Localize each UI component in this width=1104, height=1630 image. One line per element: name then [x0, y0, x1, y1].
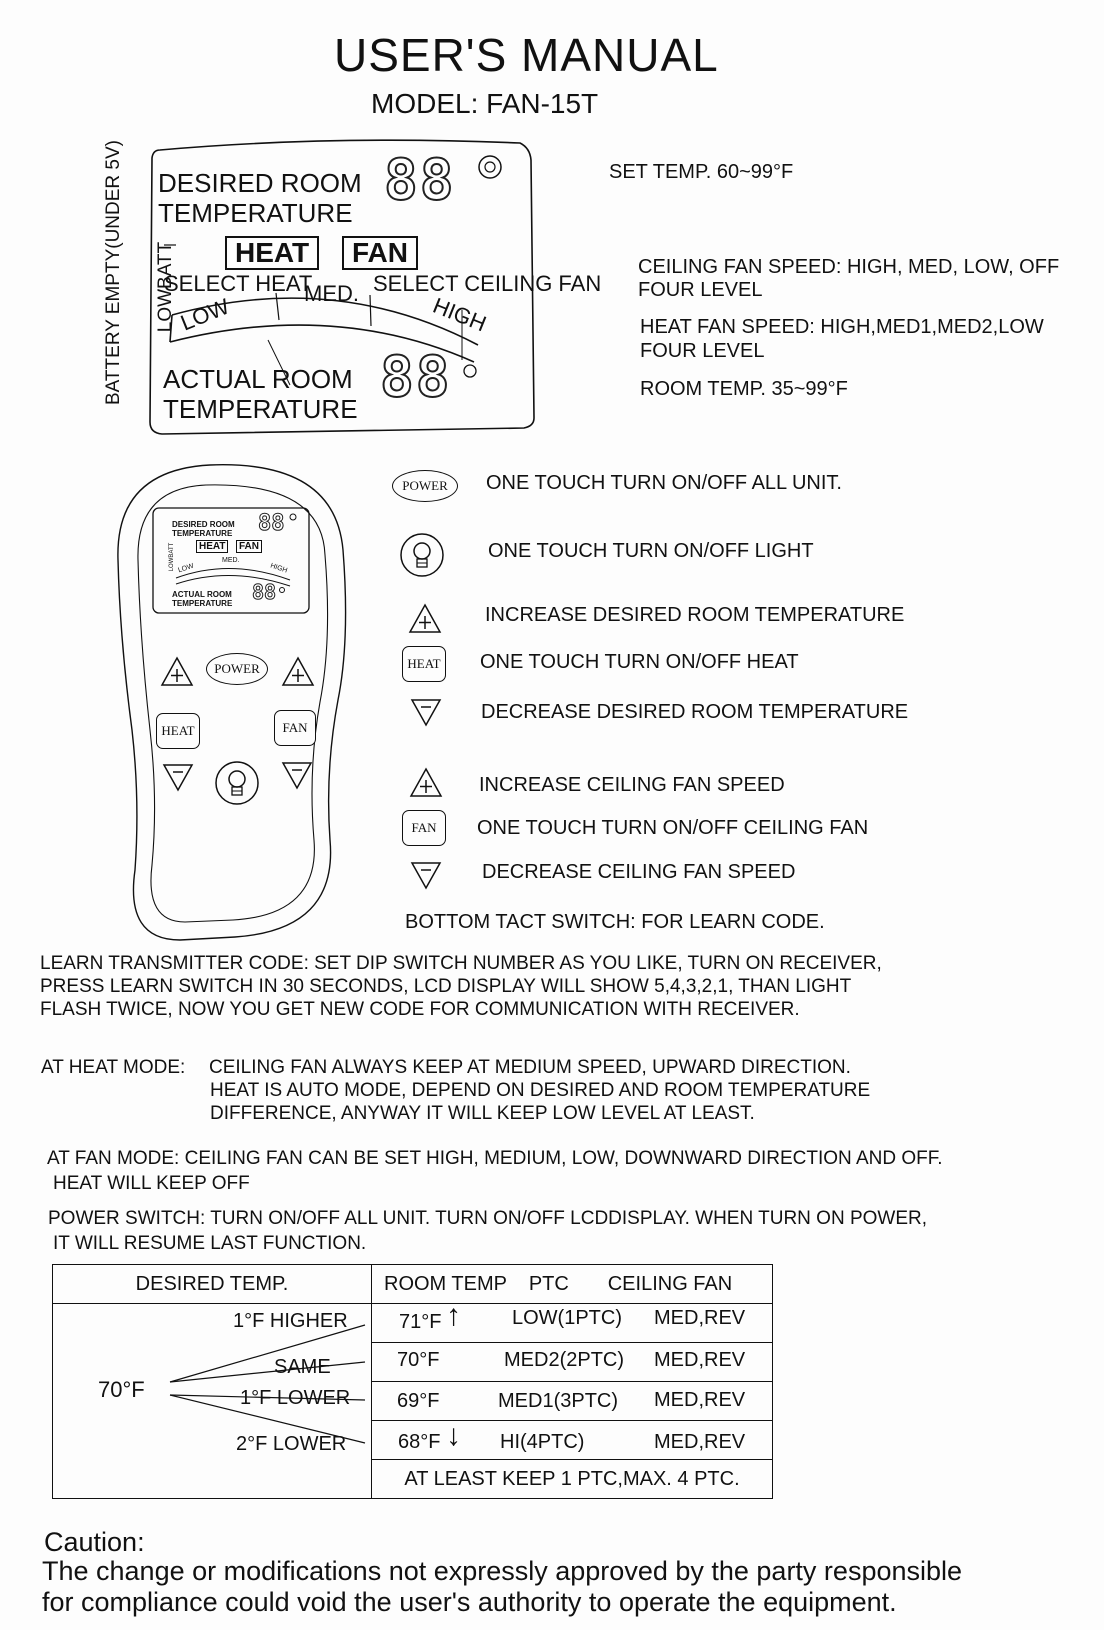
remote-down-temp-button[interactable]: [161, 762, 195, 792]
fan-mode-line-2: HEAT WILL KEEP OFF: [53, 1173, 250, 1194]
heat-mode-line-3: DIFFERENCE, ANYWAY IT WILL KEEP LOW LEVE…: [210, 1103, 755, 1124]
down-arrow-icon: ↓: [446, 1419, 461, 1452]
row-room-68: 68°F: [398, 1431, 441, 1453]
heat-mode-label: AT HEAT MODE:: [41, 1057, 186, 1078]
remote-low-batt-label: LOWBATT: [169, 542, 175, 572]
set-temp-spec: SET TEMP. 60~99°F: [609, 161, 794, 183]
legend-increase-temp-icon: [408, 603, 442, 633]
row-ptc-4: HI(4PTC): [500, 1431, 585, 1453]
remote-lcd-screen: [152, 507, 310, 614]
remote-actual-digits: 88: [251, 580, 277, 605]
remote-fan-indicator: FAN: [236, 540, 262, 553]
heat-fan-level-spec: FOUR LEVEL: [640, 340, 765, 362]
actual-temp-digits: 88: [379, 344, 452, 411]
learn-code-line-3: FLASH TWICE, NOW YOU GET NEW CODE FOR CO…: [40, 999, 800, 1020]
heat-fan-speed-spec: HEAT FAN SPEED: HIGH,MED1,MED2,LOW: [640, 316, 1044, 338]
table-row: [371, 1420, 773, 1460]
row-fan-2: MED,REV: [654, 1349, 746, 1371]
remote-power-button[interactable]: POWER: [206, 653, 268, 685]
desired-temp-value: 70°F: [98, 1377, 145, 1402]
table-row: [371, 1342, 773, 1382]
remote-heat-indicator: HEAT: [196, 540, 229, 553]
row-fan-4: MED,REV: [654, 1431, 746, 1453]
legend-heat-text: ONE TOUCH TURN ON/OFF HEAT: [480, 651, 799, 673]
caution-line-2: for compliance could void the user's aut…: [42, 1587, 897, 1617]
row-room-70: 70°F: [397, 1349, 440, 1371]
power-switch-line-2: IT WILL RESUME LAST FUNCTION.: [53, 1233, 367, 1254]
legend-decrease-temp-text: DECREASE DESIRED ROOM TEMPERATURE: [481, 701, 909, 723]
row-ptc-1: LOW(1PTC): [512, 1307, 622, 1329]
up-arrow-icon: ↑: [446, 1299, 461, 1332]
row-fan-3: MED,REV: [654, 1389, 746, 1411]
row-ptc-2: MED2(2PTC): [504, 1349, 625, 1371]
power-switch-line-1: POWER SWITCH: TURN ON/OFF ALL UNIT. TURN…: [48, 1208, 928, 1229]
heat-indicator: HEAT: [225, 236, 320, 270]
manual-title: USER'S MANUAL: [334, 29, 719, 81]
legend-fan-icon: FAN: [402, 810, 446, 846]
remote-down-fan-button[interactable]: [280, 760, 314, 790]
legend-light-icon: [400, 533, 444, 577]
fan-indicator: FAN: [342, 236, 418, 270]
table-footer: AT LEAST KEEP 1 PTC,MAX. 4 PTC.: [371, 1459, 773, 1499]
room-indicator-icon: [463, 364, 477, 378]
heat-mode-line-2: HEAT IS AUTO MODE, DEPEND ON DESIRED AND…: [210, 1080, 871, 1101]
row-fan-1: MED,REV: [654, 1307, 746, 1329]
table-row: [371, 1381, 773, 1421]
ceiling-fan-level-spec: FOUR LEVEL: [638, 279, 763, 301]
branch-2f-lower: 2°F LOWER: [236, 1433, 347, 1455]
remote-body: [117, 464, 347, 941]
branch-same: SAME: [274, 1356, 331, 1378]
branch-1f-lower: 1°F LOWER: [240, 1387, 351, 1409]
select-heat-label: SELECT HEAT: [164, 271, 313, 296]
legend-increase-temp-text: INCREASE DESIRED ROOM TEMPERATURE: [485, 604, 905, 626]
row-room-71: 71°F: [399, 1311, 442, 1333]
heat-mode-line-1: CEILING FAN ALWAYS KEEP AT MEDIUM SPEED,…: [209, 1057, 851, 1078]
select-ceiling-fan-label: SELECT CEILING FAN: [373, 271, 602, 296]
remote-scale-med: MED.: [222, 557, 240, 564]
remote-up-fan-button[interactable]: [281, 656, 315, 688]
remote-heat-button[interactable]: HEAT: [156, 713, 200, 749]
branch-lines: [169, 1324, 366, 1444]
legend-power-text: ONE TOUCH TURN ON/OFF ALL UNIT.: [486, 472, 842, 494]
legend-increase-fan-text: INCREASE CEILING FAN SPEED: [479, 774, 785, 796]
legend-decrease-fan-text: DECREASE CEILING FAN SPEED: [482, 861, 796, 883]
learn-code-line-1: LEARN TRANSMITTER CODE: SET DIP SWITCH N…: [40, 953, 882, 974]
fan-mode-line-1: AT FAN MODE: CEILING FAN CAN BE SET HIGH…: [47, 1148, 943, 1169]
legend-fan-text: ONE TOUCH TURN ON/OFF CEILING FAN: [477, 817, 869, 839]
remote-fan-button[interactable]: FAN: [274, 710, 316, 746]
set-indicator-icon: [478, 155, 502, 179]
caution-line-1: The change or modifications not expressl…: [42, 1556, 963, 1586]
model-label: MODEL: FAN-15T: [371, 88, 599, 119]
row-room-69: 69°F: [397, 1390, 440, 1412]
legend-heat-icon: HEAT: [402, 646, 446, 682]
tact-switch-note: BOTTOM TACT SWITCH: FOR LEARN CODE.: [405, 911, 825, 933]
remote-desired-digits: 88: [258, 511, 285, 537]
temperature-table: DESIRED TEMP. ROOM TEMP PTC CEILING FAN …: [52, 1264, 773, 1499]
lcd-diagram-frame: [149, 139, 535, 435]
room-temp-spec: ROOM TEMP. 35~99°F: [640, 378, 848, 400]
branch-1f-higher: 1°F HIGHER: [233, 1310, 348, 1332]
remote-light-button[interactable]: [214, 760, 260, 806]
desired-temp-cell: [52, 1303, 372, 1499]
learn-code-line-2: PRESS LEARN SWITCH IN 30 SECONDS, LCD DI…: [40, 976, 852, 997]
legend-light-text: ONE TOUCH TURN ON/OFF LIGHT: [488, 540, 814, 562]
table-header-right: ROOM TEMP PTC CEILING FAN: [371, 1264, 773, 1304]
remote-up-temp-button[interactable]: [160, 656, 194, 688]
legend-increase-fan-icon: [409, 767, 443, 797]
caution-title: Caution:: [44, 1527, 145, 1557]
row-ptc-3: MED1(3PTC): [498, 1390, 619, 1412]
legend-power-icon: POWER: [392, 470, 458, 502]
legend-decrease-temp-icon: [410, 699, 442, 727]
legend-decrease-fan-icon: [410, 862, 442, 890]
table-header-desired: DESIRED TEMP.: [52, 1264, 372, 1304]
battery-empty-label: BATTERY EMPTY(UNDER 5V): [103, 140, 124, 405]
ceiling-fan-speed-spec: CEILING FAN SPEED: HIGH, MED, LOW, OFF: [638, 256, 1060, 278]
desired-temp-digits: 88: [383, 147, 456, 214]
scale-med-label: MED.: [304, 281, 359, 306]
